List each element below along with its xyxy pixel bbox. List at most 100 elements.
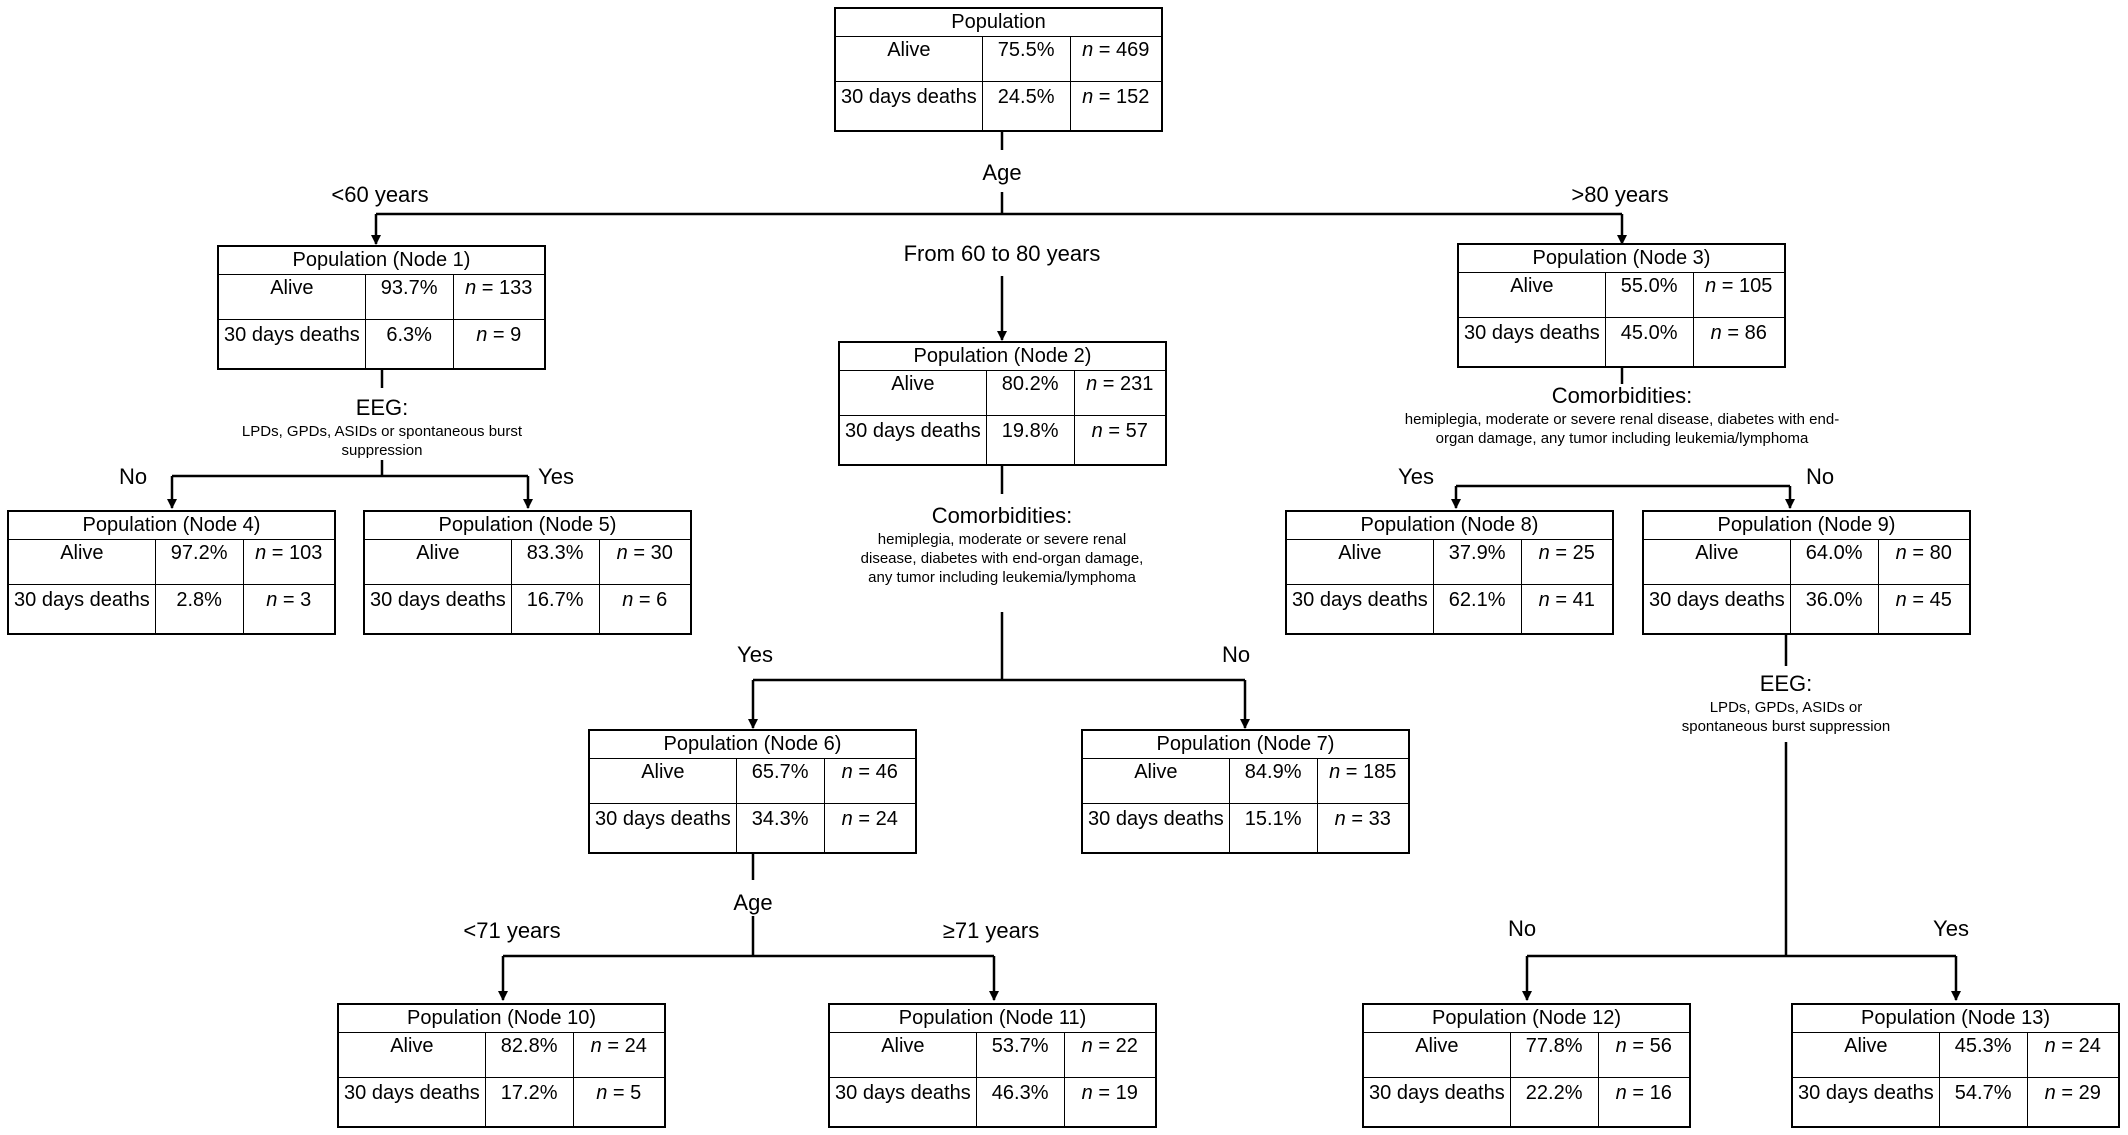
deaths-percent: 36.0% xyxy=(1789,584,1879,633)
row-label-deaths: 30 days deaths xyxy=(1459,317,1606,366)
branch-label-age-ge71: ≥71 years xyxy=(942,918,1040,943)
row-label-deaths: 30 days deaths xyxy=(836,81,983,130)
split-label-age-node6: Age xyxy=(733,890,773,915)
alive-count-value: = 24 xyxy=(607,1035,647,1057)
deaths-percent: 34.3% xyxy=(735,803,825,852)
deaths-count: n = 29 xyxy=(2026,1077,2118,1126)
alive-count-value: = 24 xyxy=(2061,1035,2101,1057)
deaths-count-value: = 19 xyxy=(1098,1082,1138,1105)
node-title: Population (Node 13) xyxy=(1793,1005,2118,1033)
alive-count: n = 25 xyxy=(1520,538,1612,586)
node-title: Population (Node 7) xyxy=(1083,731,1408,759)
n-symbol: n xyxy=(1895,589,1907,612)
branch-label-yes: Yes xyxy=(737,642,773,667)
n-symbol: n xyxy=(1082,86,1094,109)
branch-label-age-lt60: <60 years xyxy=(331,182,429,207)
node-title: Population (Node 3) xyxy=(1459,245,1784,273)
node-title: Population (Node 9) xyxy=(1644,512,1969,540)
comorbidities-detail: hemiplegia, moderate or severe renal dis… xyxy=(860,531,1144,586)
deaths-percent: 2.8% xyxy=(154,584,244,633)
row-label-alive: Alive xyxy=(590,757,737,805)
deaths-percent: 16.7% xyxy=(510,584,600,633)
branch-label-no: No xyxy=(1221,642,1251,667)
alive-count: n = 30 xyxy=(598,538,690,586)
comorbidities-title: Comorbidities: xyxy=(931,503,1073,528)
branch-label-yes: Yes xyxy=(538,464,574,489)
row-label-alive: Alive xyxy=(9,538,156,586)
n-symbol: n xyxy=(465,277,477,299)
deaths-count-value: = 3 xyxy=(282,589,312,612)
deaths-percent: 19.8% xyxy=(985,415,1075,464)
n-symbol: n xyxy=(2044,1035,2056,1057)
alive-count-value: = 56 xyxy=(1632,1035,1672,1057)
alive-count-value: = 185 xyxy=(1345,761,1397,783)
alive-percent: 65.7% xyxy=(735,757,825,805)
alive-percent: 53.7% xyxy=(975,1031,1065,1079)
node-title: Population (Node 8) xyxy=(1287,512,1612,540)
alive-percent: 93.7% xyxy=(364,273,454,321)
n-symbol: n xyxy=(476,324,488,347)
alive-count-value: = 133 xyxy=(481,277,533,299)
n-symbol: n xyxy=(616,542,628,564)
row-label-deaths: 30 days deaths xyxy=(365,584,512,633)
node-title: Population (Node 5) xyxy=(365,512,690,540)
n-symbol: n xyxy=(622,589,634,612)
row-label-deaths: 30 days deaths xyxy=(1364,1077,1511,1126)
deaths-count: n = 6 xyxy=(598,584,690,633)
n-symbol: n xyxy=(2044,1082,2056,1105)
deaths-percent: 17.2% xyxy=(484,1077,574,1126)
branch-label-age-60-80: From 60 to 80 years xyxy=(903,241,1101,266)
row-label-deaths: 30 days deaths xyxy=(339,1077,486,1126)
n-symbol: n xyxy=(841,761,853,783)
alive-count: n = 185 xyxy=(1316,757,1408,805)
branch-label-no: No xyxy=(1805,464,1835,489)
deaths-count-value: = 9 xyxy=(492,324,522,347)
row-label-alive: Alive xyxy=(840,369,987,417)
row-label-deaths: 30 days deaths xyxy=(1083,803,1230,852)
row-label-deaths: 30 days deaths xyxy=(9,584,156,633)
deaths-percent: 24.5% xyxy=(981,81,1071,130)
alive-count-value: = 22 xyxy=(1098,1035,1138,1057)
deaths-percent: 62.1% xyxy=(1432,584,1522,633)
node-title: Population (Node 1) xyxy=(219,247,544,275)
alive-count: n = 80 xyxy=(1877,538,1969,586)
alive-percent: 82.8% xyxy=(484,1031,574,1079)
alive-percent: 80.2% xyxy=(985,369,1075,417)
deaths-count-value: = 24 xyxy=(858,808,898,831)
alive-count-value: = 46 xyxy=(858,761,898,783)
alive-count: n = 105 xyxy=(1692,271,1784,319)
eeg-detail: LPDs, GPDs, ASIDs or spontaneous burst s… xyxy=(241,423,523,459)
n-symbol: n xyxy=(1334,808,1346,831)
deaths-count: n = 57 xyxy=(1073,415,1165,464)
deaths-count-value: = 29 xyxy=(2061,1082,2101,1105)
row-label-deaths: 30 days deaths xyxy=(219,319,366,368)
row-label-alive: Alive xyxy=(830,1031,977,1079)
alive-percent: 77.8% xyxy=(1509,1031,1599,1079)
row-label-alive: Alive xyxy=(219,273,366,321)
alive-count-value: = 231 xyxy=(1102,373,1154,395)
n-symbol: n xyxy=(1615,1082,1627,1105)
n-symbol: n xyxy=(1538,589,1550,612)
alive-percent: 55.0% xyxy=(1604,271,1694,319)
node-title: Population xyxy=(836,9,1161,37)
row-label-alive: Alive xyxy=(836,35,983,83)
n-symbol: n xyxy=(590,1035,602,1057)
alive-count: n = 56 xyxy=(1597,1031,1689,1079)
n-symbol: n xyxy=(1705,275,1717,297)
n-symbol: n xyxy=(1538,542,1550,564)
branch-label-yes: Yes xyxy=(1933,916,1969,941)
